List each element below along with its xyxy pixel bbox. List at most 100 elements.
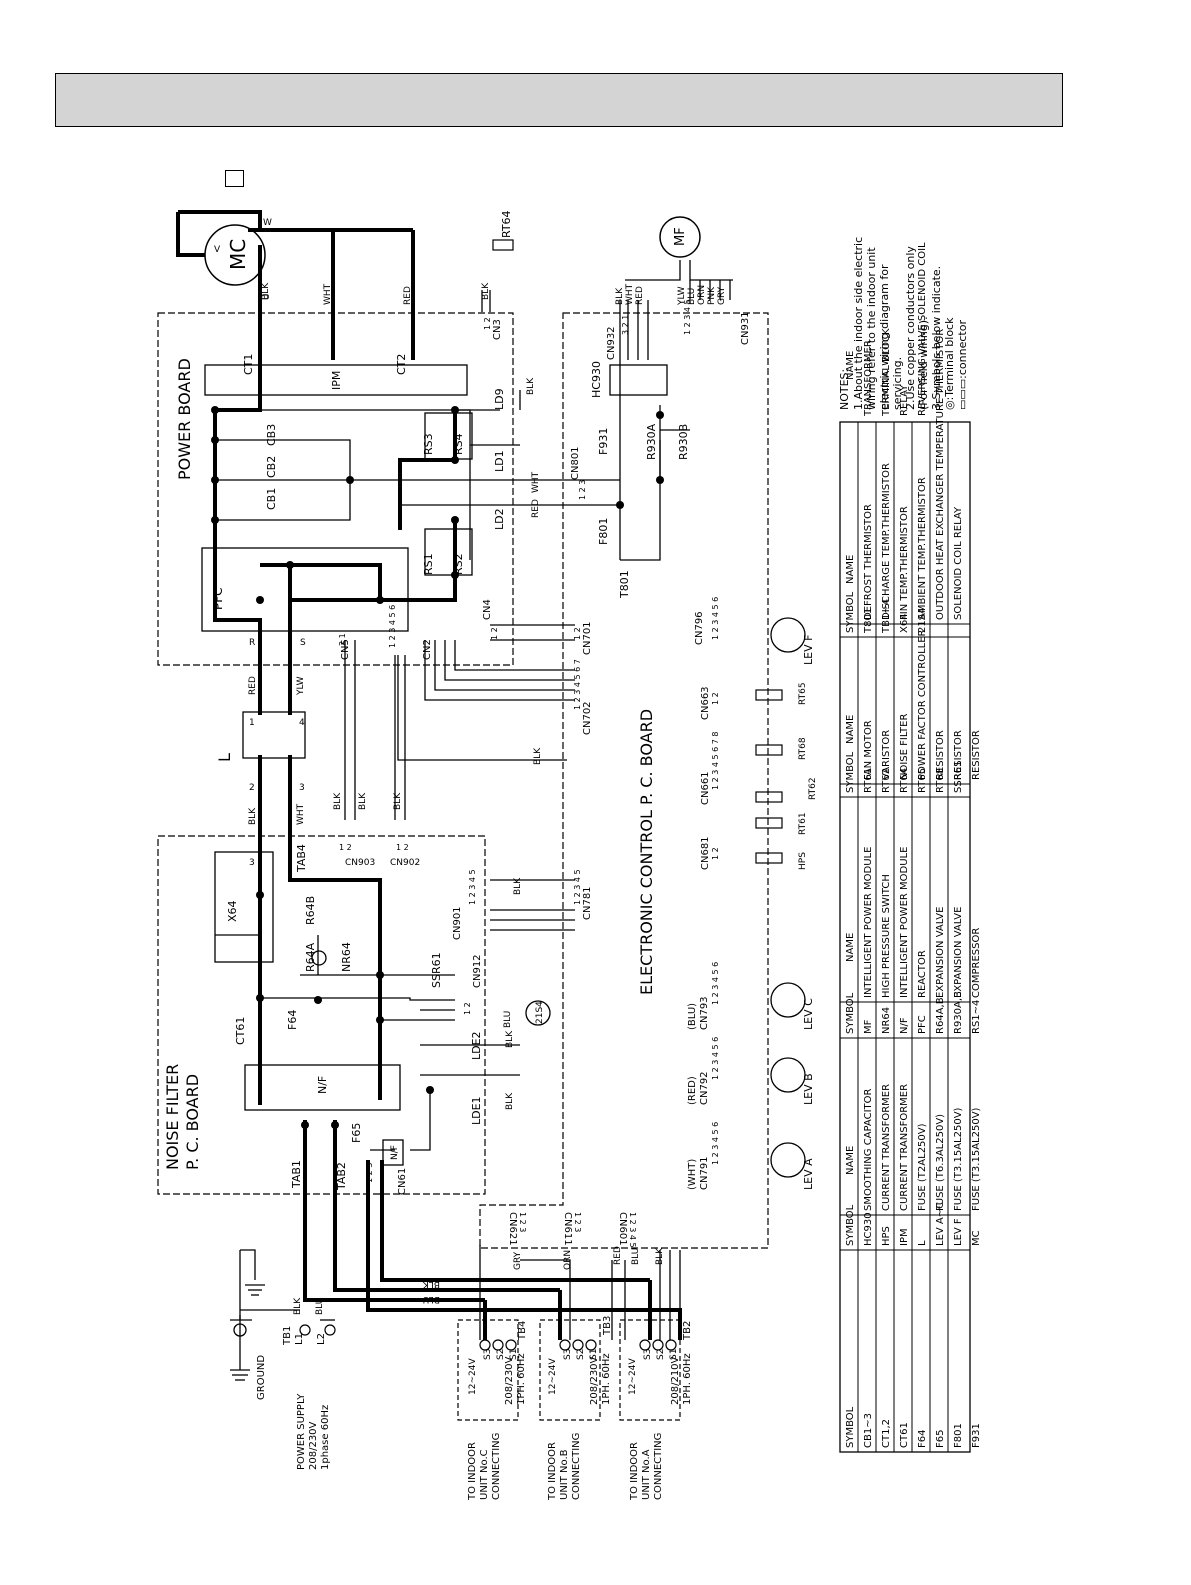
rs1-label: RS1 [422,553,435,575]
cn791-label: CN791 [699,1156,710,1190]
wire-blk-cn903a: BLK [333,792,343,810]
f65-label: F65 [350,1123,363,1143]
rt64-label: RT64 [500,210,513,238]
unit-b-line2: UNIT No.B [559,1449,570,1500]
wire-orn-cn611: ORN [563,1250,573,1270]
cn681-label: CN681 [700,836,711,870]
wire-blk-l: BLK [248,807,258,825]
reactor-pin-1: 1 [249,718,255,728]
s-label: S [300,638,306,648]
r930b-label: R930B [677,424,690,460]
cb3-label: CB3 [265,424,278,446]
nr64-label: NR64 [340,942,353,972]
cn621-pins: 1 2 3 [518,1212,527,1232]
fan-motor-symbol [659,216,701,258]
cn912-pins: 1 2 [463,1002,472,1015]
legend-name: EXPANSION VALVE [935,907,946,998]
legend-symbol: SSR61 [953,761,964,793]
cn792-tag: (RED) [687,1076,698,1105]
legend-symbol: RT68 [935,768,946,793]
cn611-pins: 1 2 3 [573,1212,582,1232]
legend-box [225,170,244,187]
tb3-s2: S2 [576,1349,586,1360]
wire-blk-l1: BLK [293,1297,303,1315]
unit-c-line2: UNIT No.C [479,1449,490,1500]
tb3-label: TB3 [602,1316,613,1336]
signal-wiring [215,260,733,1381]
cb2-label: CB2 [265,456,278,478]
u-label: U [262,293,272,300]
ct2-label: CT2 [395,354,408,375]
legend-name: REACTOR [917,950,928,998]
tb2-label: TB2 [682,1321,693,1341]
cn702-pins: 1 2 3 4 5 6 7 [573,659,582,710]
notes-line: 1.About the indoor side electric [852,237,865,410]
cn781-label: CN781 [582,886,593,920]
notes-line: (For field wiring). [917,316,930,410]
legend-name: EXPANSION VALVE [953,907,964,998]
wire-blk-rt64: BLK [481,282,491,300]
r930a-label: R930A [645,423,658,460]
notes-lines: 1.About the indoor side electric wiring … [852,237,969,410]
header-bar [55,73,1063,127]
cn791-tag: (WHT) [687,1159,698,1190]
wire-red-r: RED [248,676,258,695]
cn621-label: CN621 [507,1212,518,1246]
notes-line: electric wiring diagram for [878,264,891,410]
legend-symbol: LEV F [953,1218,964,1246]
rt65-symbol [755,689,783,701]
lev-c-label: LEV C [802,998,815,1030]
lev-a-symbol [770,1142,806,1178]
21s4-symbol [525,1000,551,1026]
legend-symbol: MF [863,1019,874,1034]
notes-line: wiring refer to the indoor unit [865,247,878,410]
ipm-box [204,364,468,396]
wire-blk-mc: BLK [261,282,271,300]
x64-pin-3: 3 [249,858,255,868]
rs3-label: RS3 [422,433,435,455]
unit-a-line3: CONNECTING [653,1433,664,1500]
unit-b-line3: CONNECTING [571,1433,582,1500]
cn661-label: CN661 [700,771,711,805]
legend-name: FUSE (T2AL250V) [917,1123,928,1211]
cn902-pins: 1 2 [396,843,409,852]
legend-symbol: HPS [881,1226,892,1246]
wire-blk-bus: BLK [422,1279,440,1289]
wire-blu-l2: BLU [315,1298,325,1315]
reactor-label: L [215,753,234,762]
legend-name: REVERSING VALVE SOLENOID COIL [917,242,928,416]
cn793-label: CN793 [699,996,710,1030]
rt62-label: RT62 [808,777,818,800]
f801-label: F801 [597,518,610,545]
legend-symbol: F931 [971,1423,982,1448]
rt64-symbol [492,239,514,251]
cn702-label: CN702 [582,701,593,735]
hps-symbol [755,852,783,864]
reactor-pin-2: 2 [249,783,255,793]
unit-c-line1: TO INDOOR [467,1442,478,1501]
wire-blu-bus: BLU [423,1294,440,1304]
pfc-label: PFC [211,587,225,610]
wire-blk-ld9: BLK [526,377,536,395]
cn792-label: CN792 [699,1071,710,1105]
legend-symbol: RT64 [899,768,910,793]
legend-header: NAME [845,933,856,962]
tab2-label: TAB2 [335,1162,348,1191]
legend-header: SYMBOL [845,1406,856,1448]
lev-f-label: LEV F [802,635,815,665]
hc930-box [609,364,668,396]
legend-symbol: CT61 [899,1422,910,1448]
cn801-pins: 1 2 3 [578,480,587,500]
main-power-wiring [176,210,682,1340]
lev-b-label: LEV B [802,1073,815,1105]
tb4-rating-1: 208/230V [504,1356,515,1405]
legend-header: SYMBOL [845,751,856,793]
rs12-box [424,528,473,576]
ssr61-label: SSR61 [430,952,443,988]
legend-name: CURRENT TRANSFORMER [881,1084,892,1211]
cn912-label: CN912 [472,954,483,988]
unit-c-line3: CONNECTING [491,1433,502,1500]
legend-name: SMOOTHING CAPACITOR [863,1089,874,1211]
rs4-label: RS4 [452,433,465,455]
